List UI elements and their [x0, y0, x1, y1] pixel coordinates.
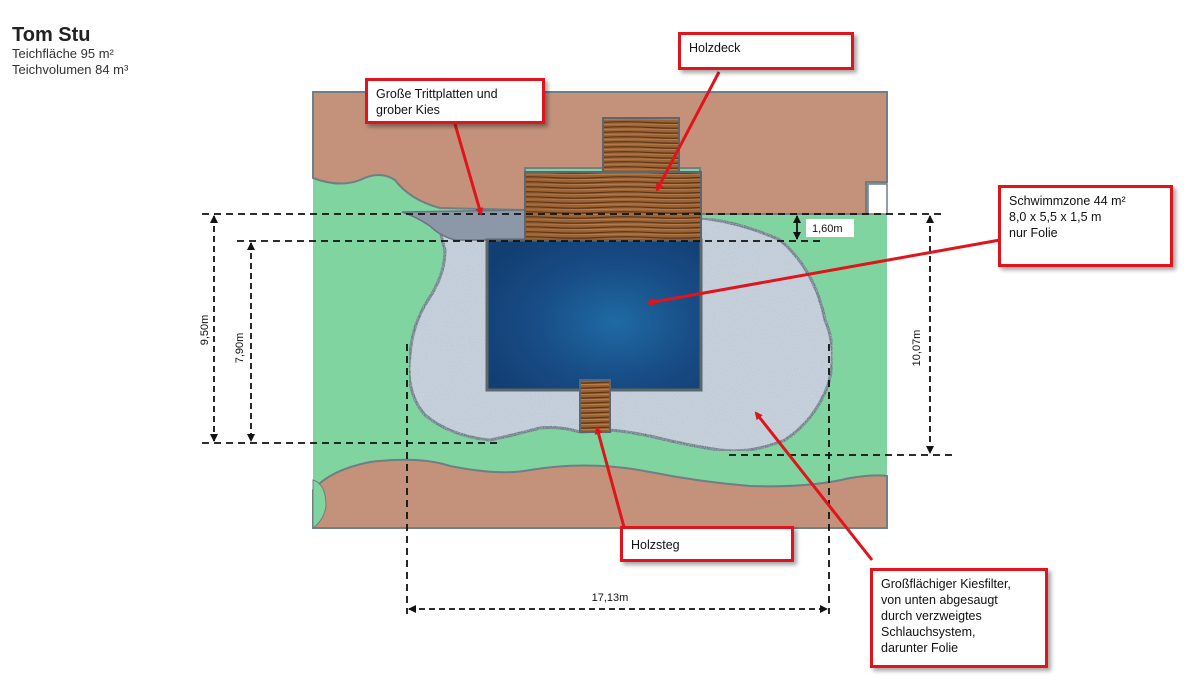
plan-title: Tom Stu: [12, 24, 91, 46]
dim-label-height-inner: 7,90m: [234, 333, 246, 364]
bottom-path: [312, 458, 888, 529]
callout-wooden-deck: Holzdeck: [678, 32, 854, 70]
callout-wooden-jetty: Holzsteg: [620, 526, 794, 562]
dim-label-width: 17,13m: [592, 592, 629, 604]
pond-area-text: Teichfläche 95 m²: [12, 46, 114, 61]
callout-swim-zone: Schwimmzone 44 m² 8,0 x 5,5 x 1,5 m nur …: [998, 185, 1173, 267]
dim-label-depth-top: 1,60m: [812, 223, 843, 235]
plan-header: Tom Stu Teichfläche 95 m² Teichvolumen 8…: [12, 24, 128, 78]
callout-gravel-filter: Großflächiger Kiesfilter, von unten abge…: [870, 568, 1048, 668]
dimension-lines: [202, 213, 955, 614]
callout-arrows: [453, 71, 1001, 561]
dim-label-height-outer: 9,50m: [199, 315, 211, 346]
wooden-jetty: [579, 379, 611, 433]
swim-zone-water: [485, 238, 703, 392]
dim-label-height-right: 10,07m: [911, 330, 923, 367]
pond-volume-text: Teichvolumen 84 m³: [12, 62, 129, 77]
callout-stepping-stones: Große Trittplatten und grober Kies: [365, 78, 545, 124]
wooden-deck: [524, 117, 702, 241]
stepping-stones: [401, 209, 526, 241]
